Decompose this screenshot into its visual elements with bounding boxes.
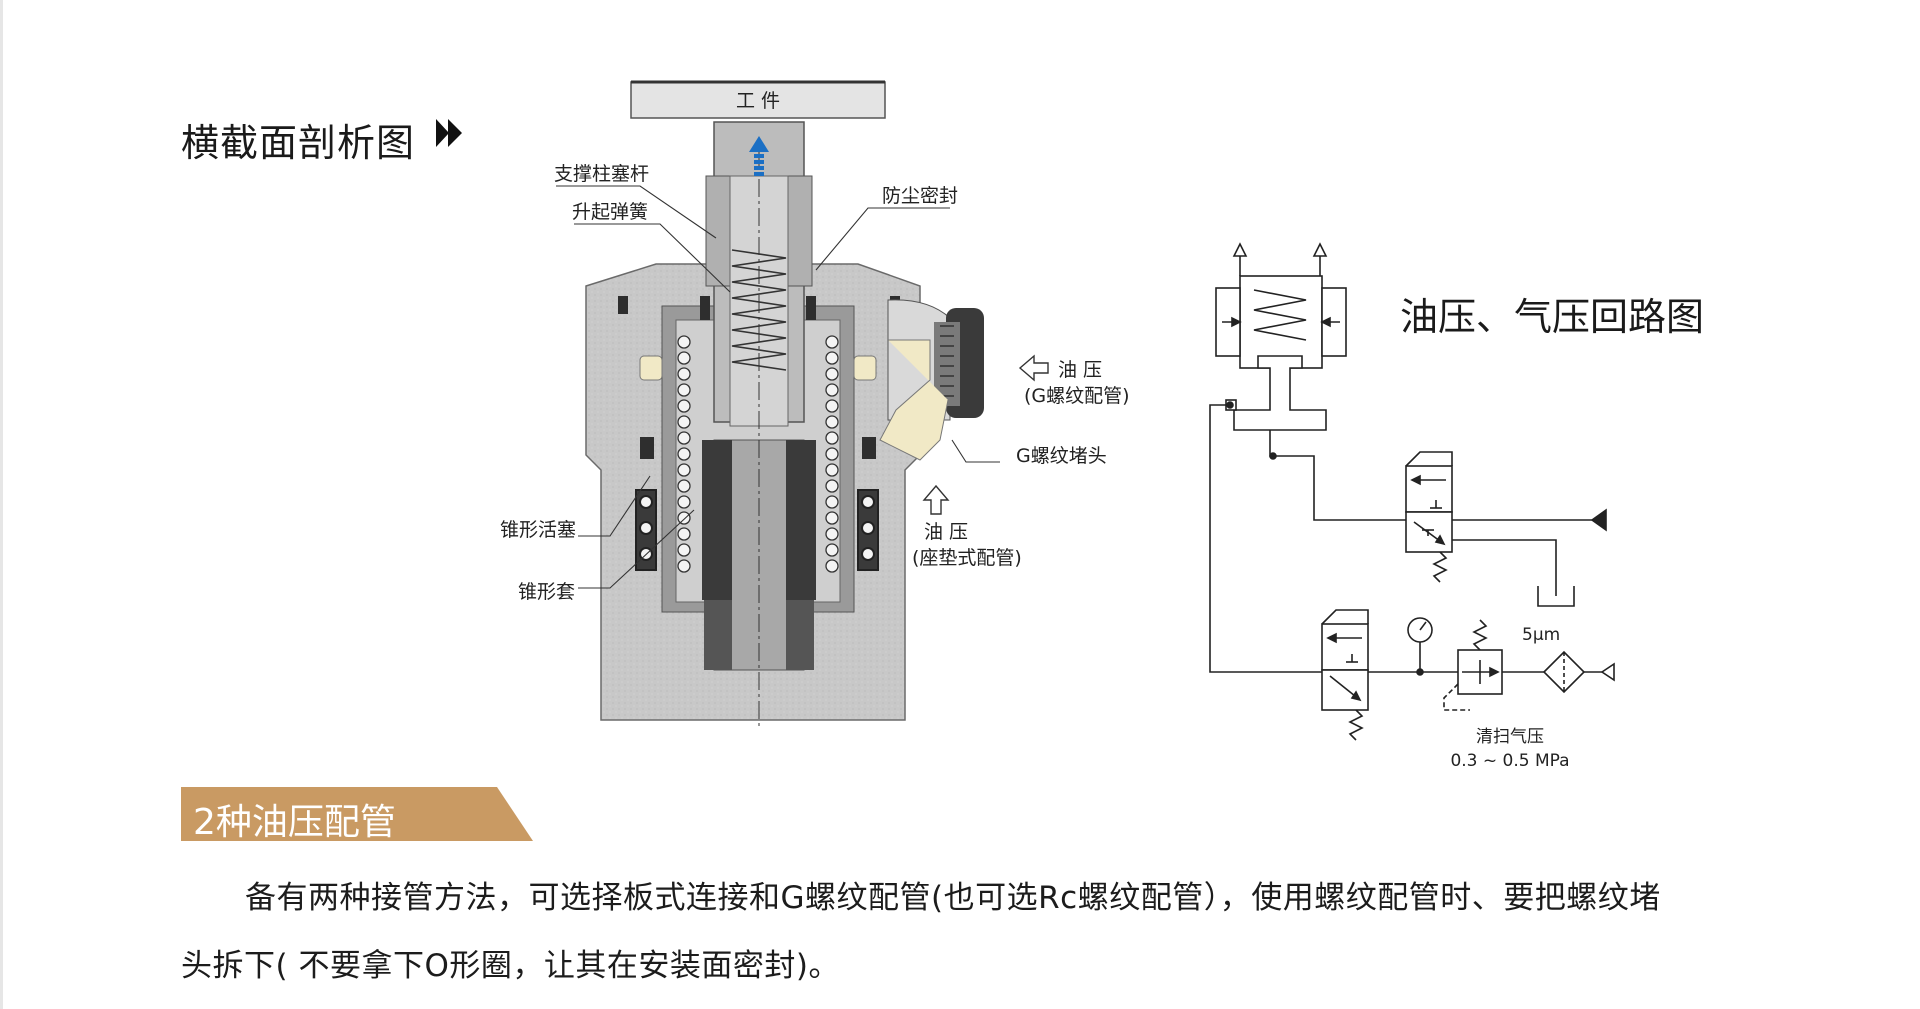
circuit-title: 油压、气压回路图 [1400, 295, 1704, 339]
piping-tag: 2种油压配管 [181, 787, 533, 843]
label-cone-sleeve: 锥形套 [518, 581, 575, 603]
workpiece-label: 工 件 [736, 90, 780, 112]
section-title: 横截面剖析图 [181, 121, 416, 165]
cross-section-drawing: 工 件 [500, 80, 1130, 726]
piping-tag-text: 2种油压配管 [193, 802, 396, 843]
piping-paragraph-line1: 备有两种接管方法，可选择板式连接和G螺纹配管(也可选Rc螺纹配管），使用螺纹配管… [245, 880, 1661, 916]
label-oil-seat-1: 油 压 [924, 521, 968, 543]
label-g-plug: G螺纹堵头 [1016, 445, 1107, 467]
oil-input-arrow-left [1018, 354, 1049, 382]
piping-paragraph-line2: 头拆下( 不要拿下O形圈，让其在安装面密封)。 [181, 948, 840, 984]
flow-up-arrow [749, 136, 769, 176]
label-oil-g-2: (G螺纹配管) [1024, 385, 1130, 407]
left-border [0, 0, 3, 1009]
label-oil-g-1: 油 压 [1058, 359, 1102, 381]
ball-bearings [677, 335, 839, 573]
label-support-rod: 支撑柱塞杆 [554, 163, 649, 185]
filter [1542, 650, 1586, 694]
label-dust-seal: 防尘密封 [882, 185, 958, 207]
pressure-range: 0.3 ~ 0.5 MPa [1450, 751, 1569, 771]
double-arrow-icon [436, 119, 462, 147]
cylinder-symbol [1239, 275, 1323, 369]
label-oil-seat-2: (座垫式配管) [912, 547, 1022, 569]
valve-upper [1405, 465, 1453, 513]
valve-lower [1321, 623, 1369, 671]
label-lift-spring: 升起弹簧 [572, 201, 648, 223]
oil-input-arrow-up [922, 484, 950, 515]
label-cone-piston: 锥形活塞 [500, 519, 576, 541]
tag-background [181, 787, 533, 841]
workpiece-plate [630, 81, 886, 119]
filter-rating: 5μm [1522, 625, 1560, 645]
purge-air-label: 清扫气压 [1476, 727, 1544, 747]
diagram-canvas: 工 件 [500, 80, 1704, 771]
circuit-diagram [1209, 242, 1615, 741]
